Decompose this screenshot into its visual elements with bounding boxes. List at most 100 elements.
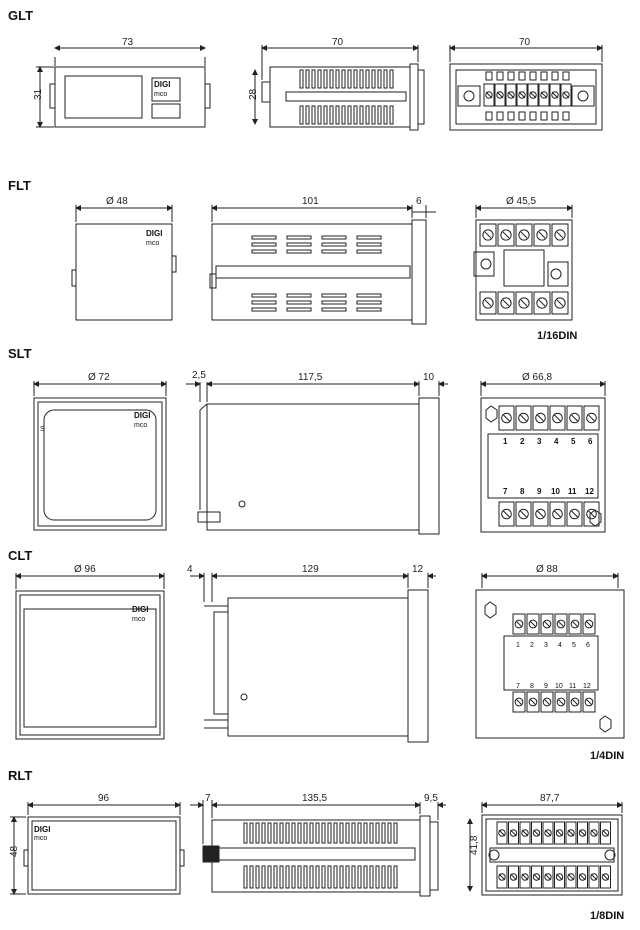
clt-terminal-number-bottom: 7	[516, 683, 520, 690]
flt-terminal-bottom-slot	[556, 299, 564, 307]
rlt-terminal-bottom	[519, 865, 531, 889]
rlt-rear-dims: 87,7 41,8	[467, 793, 623, 892]
flt-terminal-top-screw	[536, 229, 548, 241]
clt-terminal-number-top: 2	[530, 642, 534, 649]
glt-rib-top	[389, 69, 394, 89]
rlt-rib-bottom	[261, 865, 266, 889]
rlt-side-dims: 7 135,5 9,5	[190, 793, 446, 844]
flt-terminal-bottom	[497, 291, 515, 315]
slt-terminal-bottom-slot	[554, 510, 561, 518]
rlt-rib-bottom	[387, 865, 392, 889]
slt-terminal-top-screw	[518, 412, 529, 424]
clt-terminal-bottom	[526, 691, 540, 713]
glt-rib-bottom	[329, 105, 334, 125]
flt-vent-top	[356, 235, 382, 240]
clt-terminal-top	[512, 613, 526, 635]
section-label-clt: CLT	[8, 548, 33, 563]
glt-rib-top	[335, 69, 340, 89]
slt-terminal-top-screw	[535, 412, 546, 424]
slt-terminal-top-slot	[554, 414, 561, 422]
slt-terminal-bottom	[515, 501, 532, 527]
glt-pin-top	[540, 71, 548, 81]
rlt-terminal-top-slot	[602, 829, 609, 837]
rlt-terminal-top	[600, 821, 611, 845]
slt-terminal-top-slot	[537, 414, 544, 422]
flt-vent-bottom	[356, 307, 382, 312]
rlt-terminal-bottom-screw	[555, 873, 564, 881]
glt-terminal-screw	[507, 91, 515, 99]
glt-terminal-screw	[562, 91, 570, 99]
glt-rib-bottom	[353, 105, 358, 125]
slt-rear-width: Ø 66,8	[522, 372, 552, 383]
rlt-rib-bottom	[273, 865, 278, 889]
clt-terminal-top	[554, 613, 568, 635]
glt-rib-bottom	[305, 105, 310, 125]
clt-terminal-bottom	[512, 691, 526, 713]
flt-terminal-top	[551, 223, 569, 247]
flt-vent-top	[251, 249, 277, 254]
rlt-terminal-top-slot	[510, 829, 517, 837]
flt-vent-top	[286, 235, 312, 240]
rlt-terminal-bottom	[531, 865, 542, 889]
glt-rib-top	[371, 69, 376, 89]
flt-vent-top	[356, 249, 382, 254]
clt-terminal-bottom-screw	[514, 697, 524, 707]
rlt-rib-bottom	[303, 865, 308, 889]
clt-terminal-number-top: 4	[558, 642, 562, 649]
clt-terminal-number-bottom: 11	[569, 683, 576, 690]
glt-terminal-slot	[485, 91, 493, 99]
slt-terminal-top-slot	[520, 414, 527, 422]
rlt-rib-top	[351, 822, 356, 844]
glt-terminal-slot	[551, 91, 559, 99]
rlt-terminal-top-screw	[532, 829, 541, 837]
rlt-terminal-bottom	[600, 865, 611, 889]
flt-vent-bottom	[251, 307, 277, 312]
rlt-terminal-top-screw	[567, 829, 575, 837]
glt-terminal-slot	[540, 91, 548, 99]
flt-side-dims: 101 6	[211, 196, 436, 222]
rlt-terminal-top	[577, 821, 588, 845]
rlt-terminal-bottom	[577, 865, 588, 889]
rlt-terminal-bottom-screw	[567, 873, 575, 881]
clt-terminal-top-screw	[570, 619, 580, 629]
rlt-terminal-bottom	[554, 865, 565, 889]
rlt-rib-top	[285, 822, 290, 844]
slt-side-length: 117,5	[298, 372, 323, 383]
rlt-rib-top	[387, 822, 392, 844]
slt-terminal-top-screw	[569, 412, 580, 424]
slt-terminal-bottom	[566, 501, 583, 527]
flt-vent-top	[286, 249, 312, 254]
clt-front-width: Ø 96	[74, 564, 96, 575]
rlt-rib-top	[243, 822, 248, 844]
rlt-terminal-top	[542, 821, 554, 845]
clt-terminal-bottom-slot	[585, 698, 593, 706]
slt-terminal-bottom-screw	[569, 508, 580, 520]
glt-terminal	[483, 83, 495, 107]
rlt-terminal-bottom-slot	[602, 873, 609, 881]
rlt-terminal-top	[508, 821, 519, 845]
clt-rear-dims: Ø 88	[481, 564, 619, 588]
rlt-rib-bottom	[267, 865, 272, 889]
rlt-rib-top	[333, 822, 338, 844]
glt-terminal	[549, 83, 561, 107]
flt-terminal-top-slot	[520, 231, 528, 239]
rlt-rib-bottom	[351, 865, 356, 889]
rlt-rib-top	[315, 822, 320, 844]
clt-terminal-top	[540, 613, 554, 635]
rlt-terminal-top-screw	[578, 829, 587, 837]
flt-terminal-bottom-slot	[520, 299, 528, 307]
rlt-logo-bottom: mco	[34, 835, 47, 842]
flt-terminal-bottom-screw	[482, 297, 494, 309]
slt-front-width: Ø 72	[88, 372, 110, 383]
rlt-rib-bottom	[255, 865, 260, 889]
clt-terminal-top	[526, 613, 540, 635]
rlt-terminal-bottom-slot	[521, 873, 529, 881]
rlt-terminal-bottom	[542, 865, 554, 889]
glt-rib-bottom	[371, 105, 376, 125]
rlt-rib-bottom	[315, 865, 320, 889]
flt-vent-bottom	[251, 293, 277, 298]
flt-vent-top	[251, 242, 277, 247]
flt-terminal-bottom-slot	[484, 299, 492, 307]
clt-terminal-bottom-screw	[570, 697, 580, 707]
